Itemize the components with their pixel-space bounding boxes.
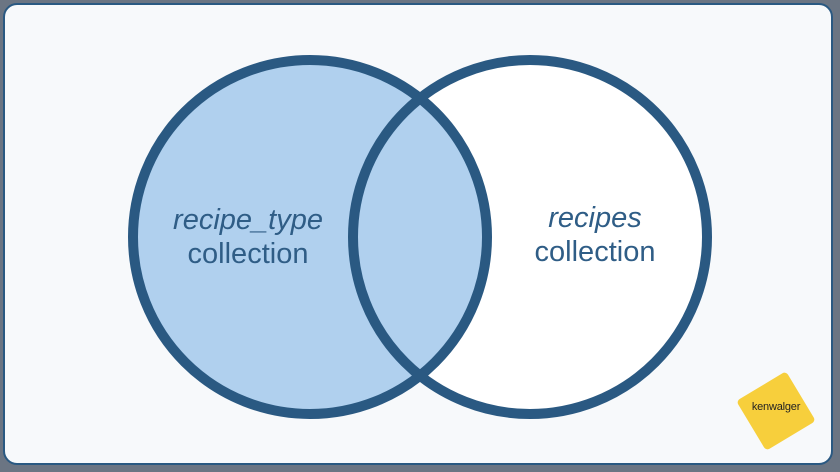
intersection-fill [353, 60, 487, 414]
left-set-name: recipe_type [173, 204, 323, 236]
right-set-outline [348, 55, 712, 419]
right-set-label: recipes collection [485, 201, 705, 269]
right-set-name: recipes [548, 202, 642, 234]
right-set-kind: collection [534, 236, 656, 268]
left-set-outline [128, 55, 492, 419]
left-set-label: recipe_type collection [138, 203, 358, 271]
logo-text: kenwalger [751, 401, 801, 413]
kenwalger-logo: kenwalger [733, 368, 819, 454]
left-set-kind: collection [187, 238, 309, 270]
